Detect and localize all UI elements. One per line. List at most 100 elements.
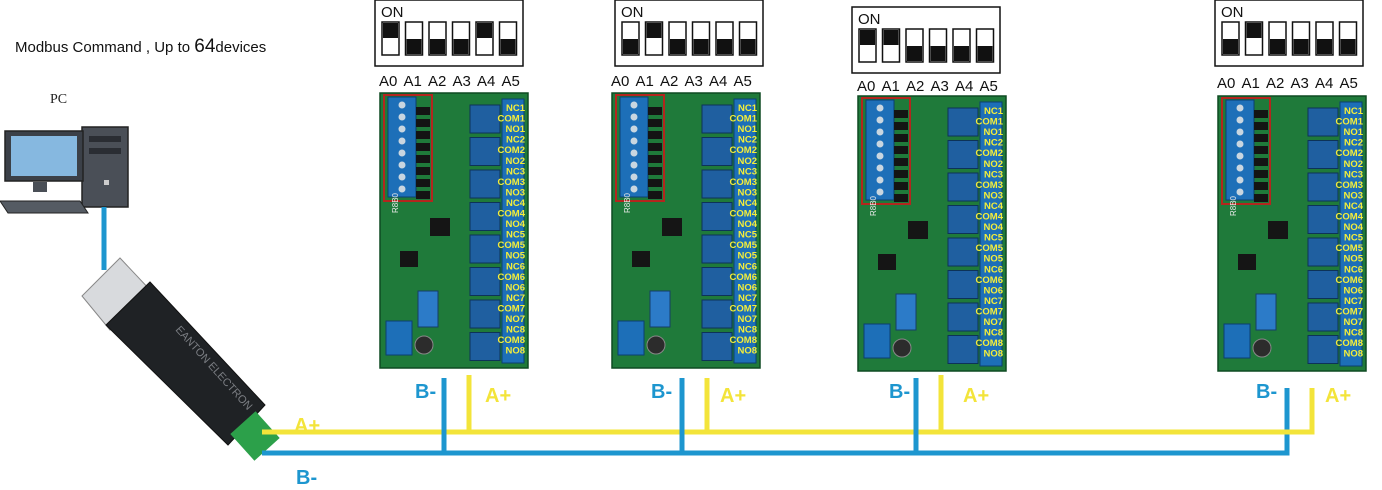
- output-terminal-strip: [501, 98, 525, 364]
- opto-chip: [894, 170, 908, 178]
- relay-3: [1307, 172, 1339, 202]
- relay-label-com6: COM6: [1336, 275, 1363, 286]
- terminal-screw: [1236, 116, 1244, 124]
- relay-2: [701, 137, 733, 166]
- relay-label-no7: NO7: [1343, 317, 1363, 328]
- output-terminal-strip: [733, 98, 757, 364]
- relay-label-com3: COM3: [976, 180, 1003, 191]
- relay-label-no5: NO5: [505, 251, 525, 262]
- dip-lever-0: [383, 23, 398, 38]
- relay-7: [947, 302, 979, 332]
- dip-lever-3: [453, 39, 469, 54]
- board-model-text: R8B0: [623, 192, 632, 213]
- address-label-A0: A0: [379, 73, 397, 90]
- output-terminal-strip: [979, 101, 1003, 367]
- relay-6: [469, 267, 501, 296]
- power-terminal: [385, 320, 413, 356]
- terminal-screw: [630, 101, 638, 109]
- relay-label-no5: NO5: [737, 251, 757, 262]
- relay-label-nc1: NC1: [984, 106, 1004, 117]
- dip-switch-2: ON: [614, 0, 764, 67]
- relay-label-nc2: NC2: [984, 138, 1003, 149]
- relay-label-no3: NO3: [737, 187, 757, 198]
- relay-label-no2: NO2: [505, 156, 525, 167]
- opto-chip: [648, 107, 662, 115]
- opto-chip: [416, 119, 430, 127]
- address-label-A4: A4: [1315, 75, 1333, 92]
- relay-label-nc4: NC4: [738, 198, 758, 209]
- address-label-A5: A5: [502, 73, 520, 90]
- relay-label-nc8: NC8: [984, 328, 1003, 339]
- capacitor: [892, 338, 912, 358]
- dip-lever-5: [740, 39, 756, 54]
- relay-1: [701, 104, 733, 134]
- dip-lever-5: [977, 46, 993, 61]
- relay-label-nc7: NC7: [984, 296, 1003, 307]
- dip-lever-5: [500, 39, 516, 54]
- terminal-screw: [1236, 128, 1244, 136]
- terminal-screw: [398, 137, 406, 145]
- device-b-label: B-: [415, 381, 436, 403]
- power-terminal: [863, 323, 891, 359]
- relay-6: [947, 270, 979, 299]
- relay-label-no6: NO6: [1343, 285, 1363, 296]
- relay-label-no2: NO2: [983, 159, 1003, 170]
- relay-label-no3: NO3: [1343, 190, 1363, 201]
- relay-label-com6: COM6: [498, 272, 525, 283]
- board-dip: [417, 290, 439, 328]
- terminal-screw: [876, 164, 884, 172]
- device-b-label: B-: [889, 381, 910, 403]
- device-a-label: A+: [1325, 385, 1351, 407]
- relay-label-nc2: NC2: [738, 135, 757, 146]
- relay-label-no5: NO5: [1343, 254, 1363, 265]
- terminal-screw: [1236, 104, 1244, 112]
- relay-6: [1307, 270, 1339, 299]
- terminal-screw: [398, 173, 406, 181]
- relay-label-no6: NO6: [983, 285, 1003, 296]
- board-model-text: R8B0: [1229, 195, 1238, 216]
- relay-label-nc1: NC1: [738, 103, 758, 114]
- terminal-screw: [630, 137, 638, 145]
- relay-label-com3: COM3: [498, 177, 525, 188]
- board-model-text: R8B0: [391, 192, 400, 213]
- relay-label-no1: NO1: [505, 124, 525, 135]
- dip-switch-4: ON: [1214, 0, 1364, 67]
- relay-label-nc5: NC5: [506, 230, 526, 241]
- relay-label-com3: COM3: [1336, 180, 1363, 191]
- dip-on-label: ON: [621, 4, 644, 21]
- device-a-label: A+: [720, 385, 746, 407]
- address-label-A1: A1: [404, 73, 422, 90]
- usb-rs485-adapter: EANTON ELECTRON: [81, 257, 280, 461]
- relay-label-com4: COM4: [730, 209, 758, 220]
- opto-chip: [648, 119, 662, 127]
- mcu-chip: [1268, 221, 1288, 239]
- relay-label-com1: COM1: [1336, 117, 1364, 128]
- opto-chip: [648, 167, 662, 175]
- relay-label-com4: COM4: [498, 209, 526, 220]
- power-terminal: [1223, 323, 1251, 359]
- dip-lever-4: [477, 23, 492, 38]
- address-label-A0: A0: [1217, 75, 1235, 92]
- address-label-A0: A0: [611, 73, 629, 90]
- address-label-A4: A4: [709, 73, 727, 90]
- relay-board-1: R8B0NC1COM1NO1NC2COM2NO2NC3COM3NO3NC4COM…: [379, 92, 529, 369]
- relay-label-com4: COM4: [976, 212, 1004, 223]
- driver-chip: [878, 254, 896, 270]
- heading: Modbus Command , Up to 64devices: [15, 36, 267, 57]
- relay-4: [1307, 205, 1339, 234]
- relay-5: [1307, 237, 1339, 267]
- relay-label-nc7: NC7: [506, 293, 525, 304]
- device-count: 64: [194, 36, 216, 57]
- relay-label-no6: NO6: [737, 282, 757, 293]
- relay-label-com6: COM6: [730, 272, 757, 283]
- terminal-screw: [398, 185, 406, 193]
- relay-label-com8: COM8: [498, 335, 525, 346]
- relay-label-no8: NO8: [1343, 349, 1363, 360]
- address-label-A2: A2: [906, 78, 924, 95]
- terminal-screw: [398, 113, 406, 121]
- relay-label-no8: NO8: [983, 349, 1003, 360]
- terminal-screw: [630, 125, 638, 133]
